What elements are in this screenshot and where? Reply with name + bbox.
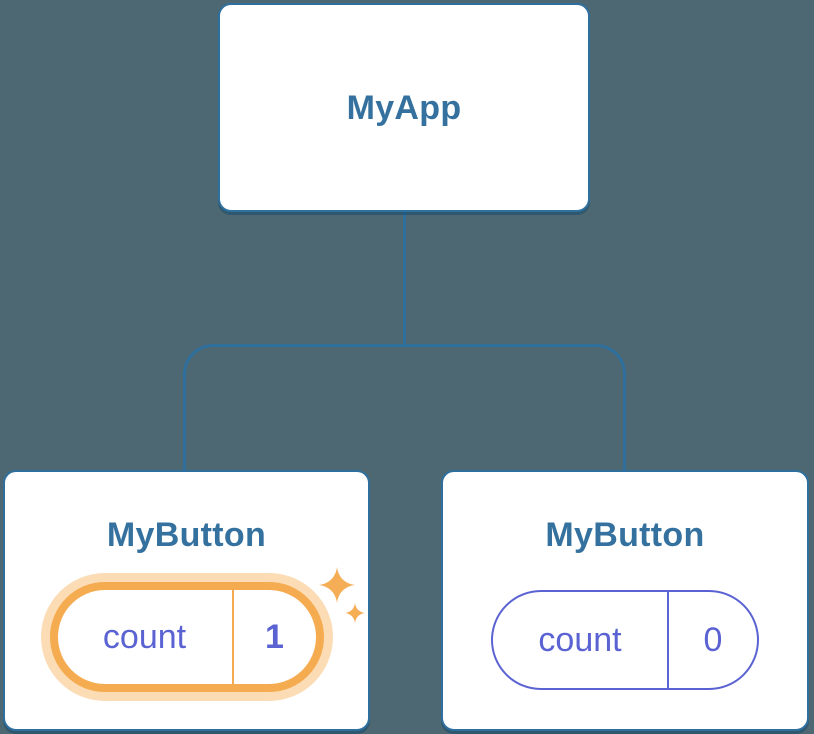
state-pill: count 0: [491, 590, 759, 690]
node-mybutton-2: MyButton count 0: [441, 470, 809, 731]
state-key: count: [538, 620, 622, 659]
state-key: count: [102, 617, 187, 656]
node-mybutton-1-label: MyButton: [106, 516, 267, 554]
state-pill-highlight-ring: count 1: [49, 582, 324, 692]
connector-stem: [403, 211, 406, 346]
node-myapp-label: MyApp: [346, 88, 462, 127]
pill-divider: [667, 592, 669, 688]
state-value: 1: [265, 617, 284, 656]
connector-bracket: [183, 344, 626, 471]
node-mybutton-2-label: MyButton: [545, 516, 705, 554]
node-myapp: MyApp: [218, 3, 590, 212]
state-value: 0: [703, 620, 723, 659]
sparkle-small-icon: [345, 603, 365, 623]
state-pill: count 1: [57, 590, 316, 684]
pill-divider: [231, 590, 234, 684]
sparkles-icon: [319, 567, 355, 603]
state-pill-highlight-glow: count 1: [40, 573, 333, 701]
node-mybutton-1: MyButton count 1: [3, 470, 370, 731]
